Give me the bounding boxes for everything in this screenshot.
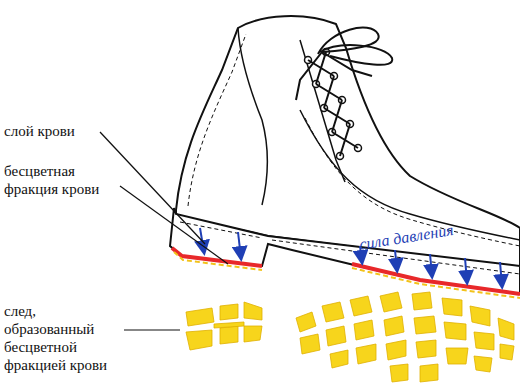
laces (296, 28, 392, 156)
stitching (188, 34, 246, 206)
heel-seam (238, 28, 267, 205)
blood-layer (352, 264, 520, 294)
blood-layer-label: слой крови (4, 122, 114, 140)
trace-label: след, образованный бесцветной фракцией к… (4, 302, 126, 374)
pressure-arrows (200, 228, 502, 286)
eyelets (305, 49, 362, 160)
colorless-fraction (352, 268, 520, 298)
blood-layer (172, 248, 262, 266)
sole-print (296, 292, 514, 382)
leader-lines (100, 132, 228, 330)
heel-print (186, 302, 262, 350)
colorless-fraction-label: бесцветная фракция крови (4, 162, 122, 198)
colorless-fraction (174, 252, 262, 270)
boot-sole (170, 208, 520, 294)
